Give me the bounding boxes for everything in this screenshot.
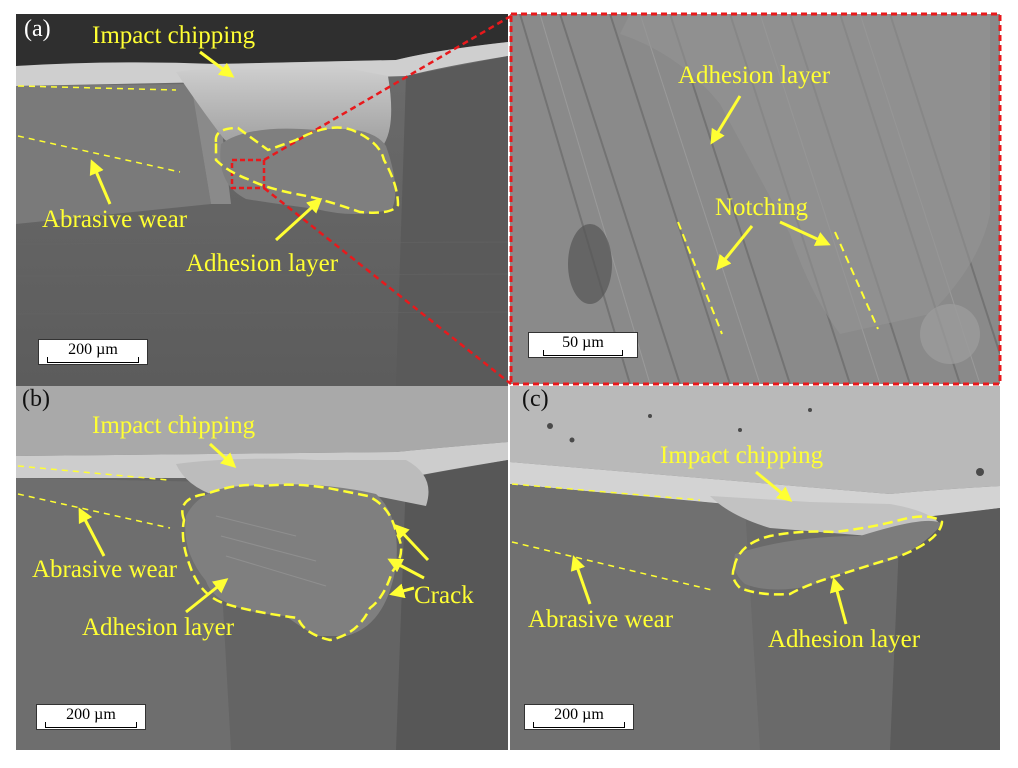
panel-b-id: (b) [22,386,50,412]
panel-c-label-impact-chipping: Impact chipping [660,442,824,469]
panel-b-label-crack: Crack [414,582,474,609]
panel-b-scale-line [45,722,137,728]
zoom-label-adhesion-layer: Adhesion layer [678,62,831,89]
panel-a-zoom-scale-bar: 50 µm [528,332,638,358]
panel-a-scale-text: 200 µm [68,341,118,358]
panel-a-zoom-scale-line [543,350,623,356]
zoom-label-notching: Notching [715,194,809,221]
panel-c-label-adhesion-layer: Adhesion layer [768,626,921,653]
panel-b-label-impact-chipping: Impact chipping [92,412,256,439]
panel-c: (c) Impact chipping Abrasive wear Adhesi… [510,386,1000,750]
panel-b-scale-text: 200 µm [66,706,116,723]
panel-c-scale-bar: 200 µm [524,704,634,730]
panel-a-scale-bar: 200 µm [38,339,148,365]
panel-a-micrograph [16,14,508,386]
panel-a: (a) Impact chipping Abrasive wear Adhesi… [16,14,508,386]
panel-c-id: (c) [522,386,549,412]
panel-c-scale-line [533,722,625,728]
panel-a-scale-line [47,357,139,363]
panel-b-label-adhesion-layer: Adhesion layer [82,614,235,641]
panel-c-label-abrasive-wear: Abrasive wear [528,606,674,633]
panel-a-label-impact-chipping: Impact chipping [92,22,256,49]
panel-a-label-abrasive-wear: Abrasive wear [42,206,188,233]
panel-a-zoom: Adhesion layer Notching 50 µm [510,14,1000,384]
panel-b: (b) Impact chipping Abrasive wear Adhesi… [16,386,508,750]
panel-b-label-abrasive-wear: Abrasive wear [32,556,178,583]
panel-a-id: (a) [24,16,51,42]
panel-c-micrograph [510,386,1000,750]
panel-b-scale-bar: 200 µm [36,704,146,730]
panel-a-label-adhesion-layer: Adhesion layer [186,250,339,277]
panel-c-scale-text: 200 µm [554,706,604,723]
